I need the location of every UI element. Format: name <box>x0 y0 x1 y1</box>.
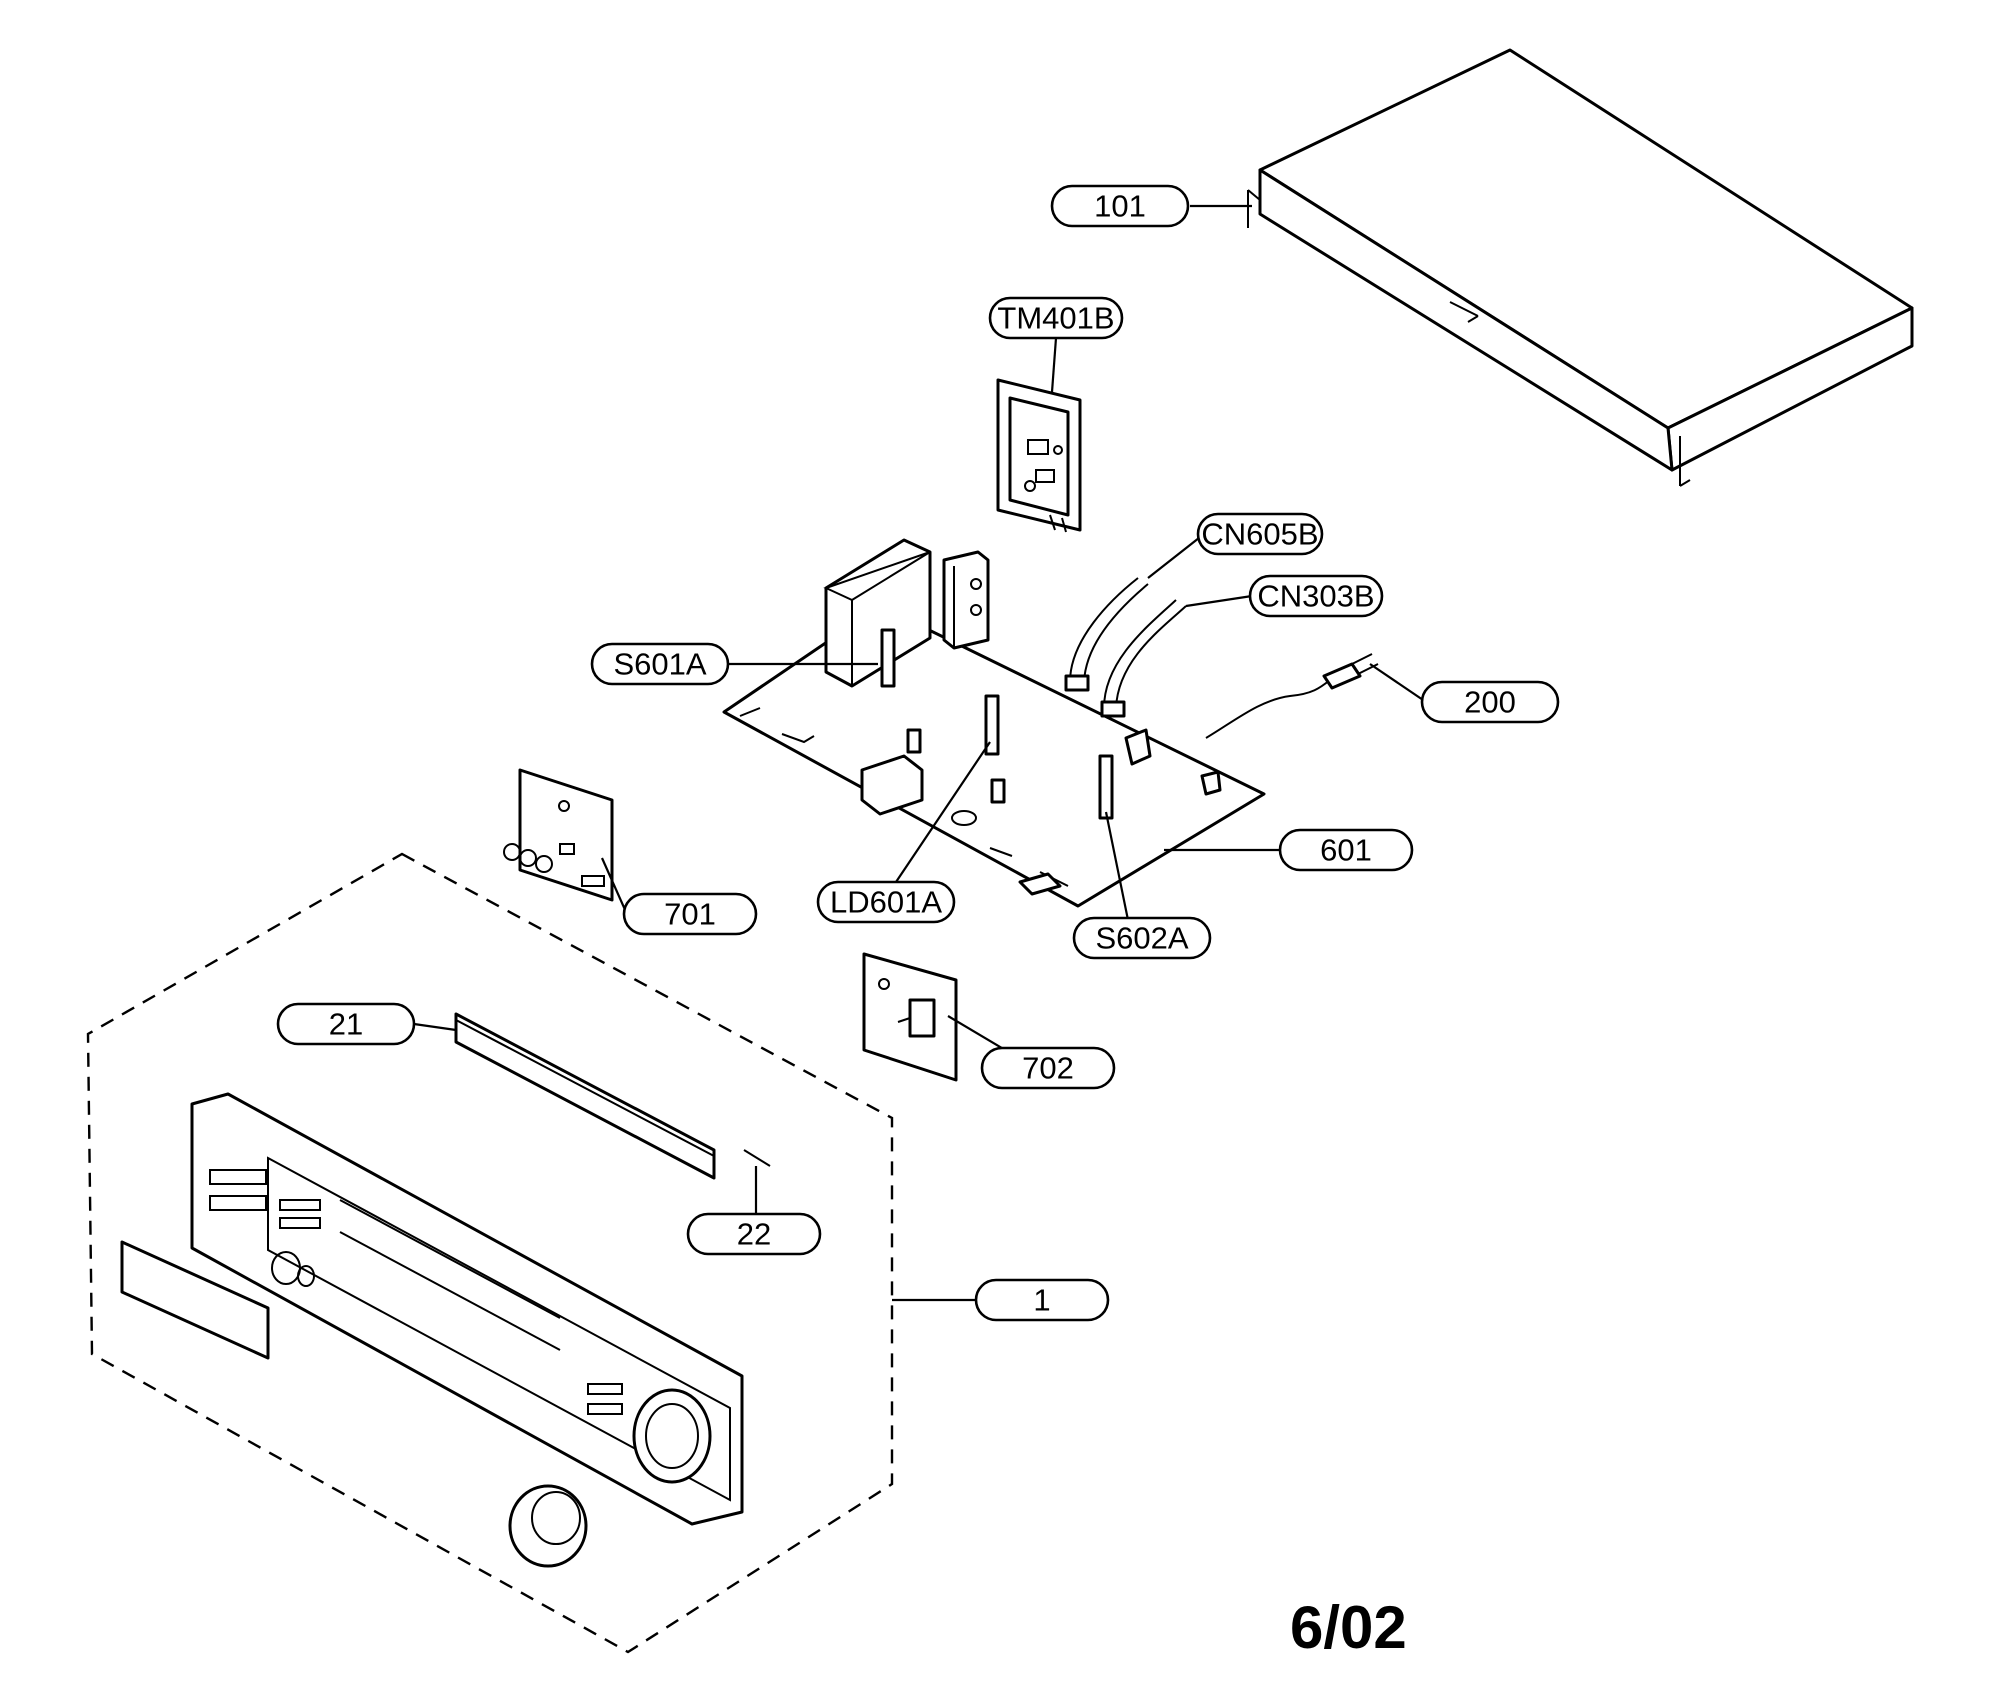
callout-s602a: S602A <box>1072 916 1212 960</box>
top-cover-part <box>1247 48 1914 487</box>
callout-label: 701 <box>664 897 716 932</box>
callout-label: S602A <box>1095 921 1188 956</box>
callout-1: 1 <box>974 1278 1110 1322</box>
tuner-module-part <box>996 378 1082 533</box>
callout-601: 601 <box>1278 828 1414 872</box>
callout-22: 22 <box>686 1212 822 1256</box>
callout-label: TM401B <box>997 301 1114 336</box>
callout-label: 702 <box>1022 1051 1074 1086</box>
callout-200: 200 <box>1420 680 1560 724</box>
callout-tm401b: TM401B <box>988 296 1124 340</box>
callout-s601a: S601A <box>590 642 730 686</box>
callout-label: S601A <box>613 647 706 682</box>
callout-label: LD601A <box>830 885 942 920</box>
callout-label: CN303B <box>1257 579 1374 614</box>
callout-label: 601 <box>1320 833 1372 868</box>
callout-101: 101 <box>1050 184 1190 228</box>
callout-701: 701 <box>622 892 758 936</box>
callout-702: 702 <box>980 1046 1116 1090</box>
callout-label: 1 <box>1033 1283 1050 1318</box>
date-code: 6/02 <box>1290 1594 1407 1661</box>
callout-ld601a: LD601A <box>816 880 956 924</box>
callout-label: 200 <box>1464 685 1516 720</box>
callout-label: 21 <box>329 1007 363 1042</box>
av-jack-board-part <box>503 768 614 902</box>
callout-cn303b: CN303B <box>1248 574 1384 618</box>
main-board-part <box>722 538 1379 908</box>
callout-21: 21 <box>276 1002 416 1046</box>
front-control-board-part <box>862 952 958 1082</box>
callout-cn605b: CN605B <box>1196 512 1324 556</box>
callout-label: 101 <box>1094 189 1146 224</box>
callout-label: CN605B <box>1201 517 1318 552</box>
front-panel-assembly-part <box>86 852 894 1654</box>
callout-label: 22 <box>737 1217 771 1252</box>
